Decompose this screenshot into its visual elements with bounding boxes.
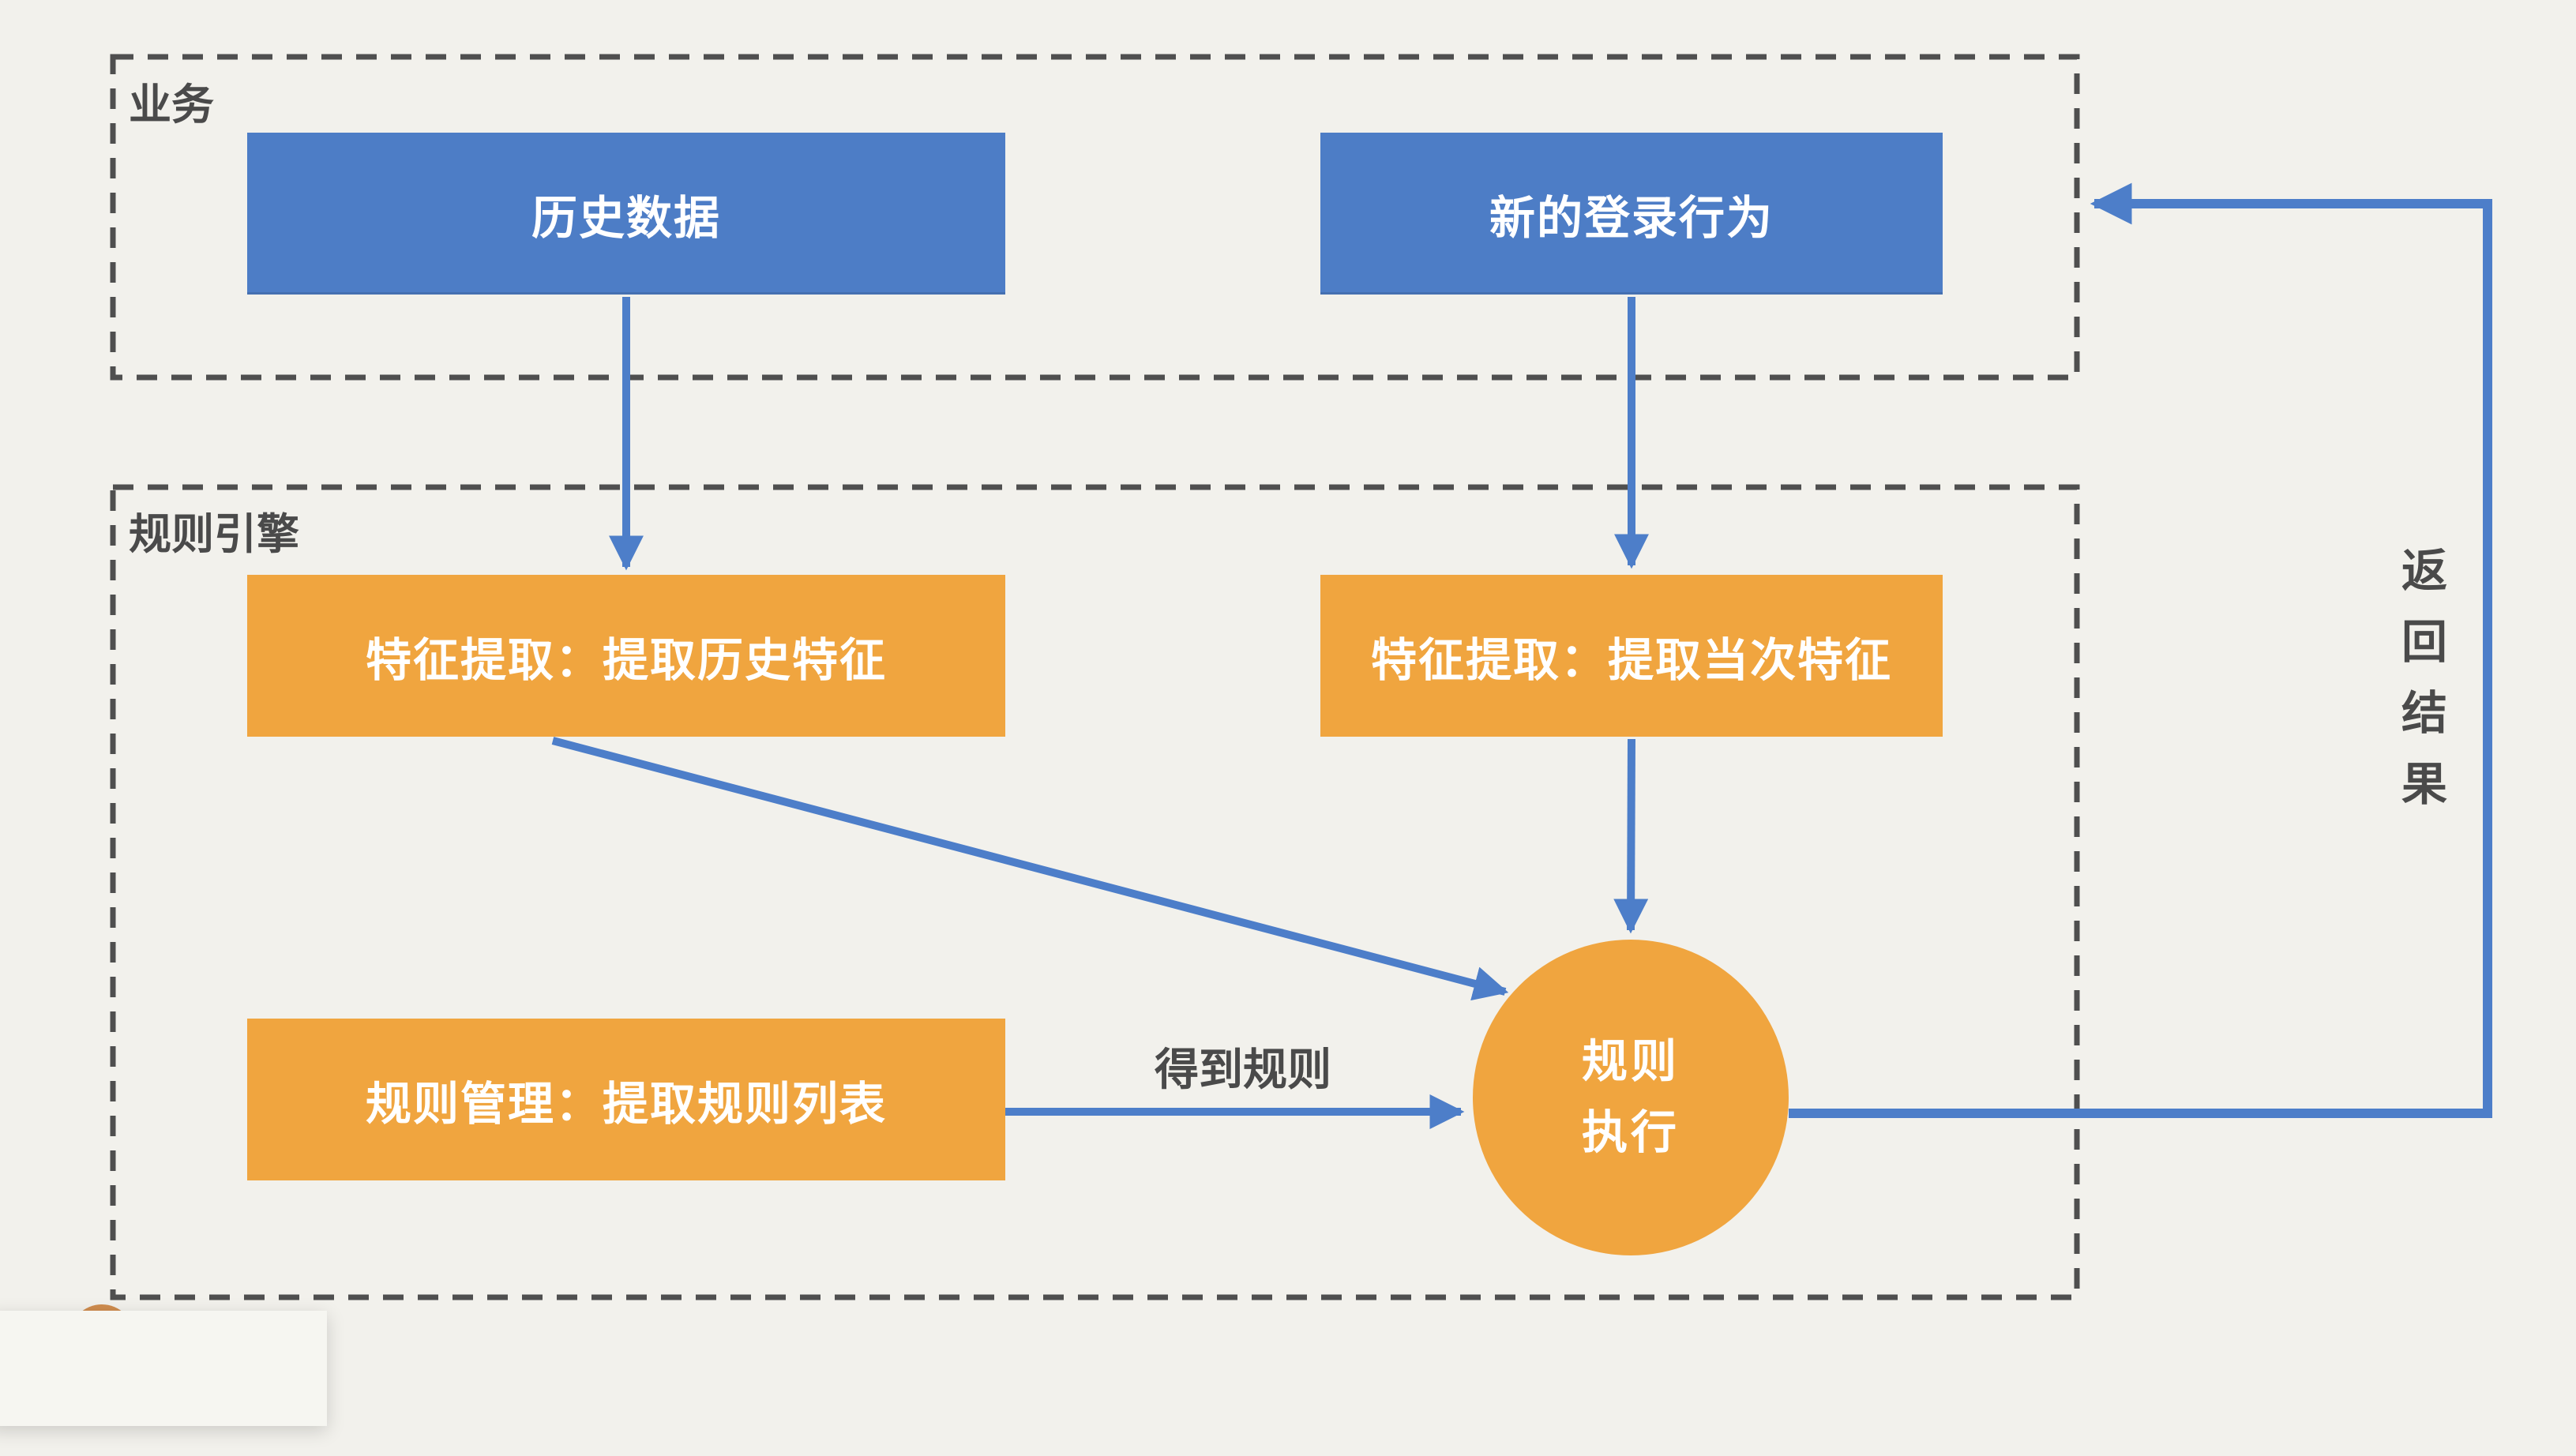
- node-rule-execution: 规则 执行: [1473, 940, 1789, 1255]
- node-rule-execution-label-line2: 执行: [1581, 1107, 1680, 1158]
- node-new-login-behavior-label: 新的登录行为: [1489, 192, 1774, 244]
- node-rule-management-label: 规则管理：提取规则列表: [365, 1078, 887, 1130]
- rule-engine-group-label: 规则引擎: [129, 511, 299, 558]
- arrow-extract-current-to-execution: [1613, 738, 1649, 934]
- node-feature-extract-history: 特征提取：提取历史特征: [247, 575, 1005, 737]
- node-new-login-behavior: 新的登录行为: [1320, 133, 1943, 295]
- node-feature-extract-current: 特征提取：提取当次特征: [1320, 575, 1943, 737]
- business-group-label: 业务: [129, 81, 214, 129]
- node-history-data-label: 历史数据: [531, 192, 721, 244]
- edge-label-get-rules: 得到规则: [1155, 1045, 1331, 1094]
- node-rule-execution-label-line1: 规则: [1581, 1036, 1680, 1087]
- node-feature-extract-history-label: 特征提取：提取历史特征: [365, 634, 887, 686]
- node-history-data: 历史数据: [247, 133, 1005, 295]
- node-feature-extract-current-label: 特征提取：提取当次特征: [1370, 634, 1892, 686]
- edge-label-return-result: 返回结果: [2394, 546, 2446, 831]
- arrow-extract-history-to-execution: [551, 737, 1509, 1001]
- node-rule-management: 规则管理：提取规则列表: [247, 1019, 1005, 1180]
- overlay-white-card: [0, 1311, 327, 1426]
